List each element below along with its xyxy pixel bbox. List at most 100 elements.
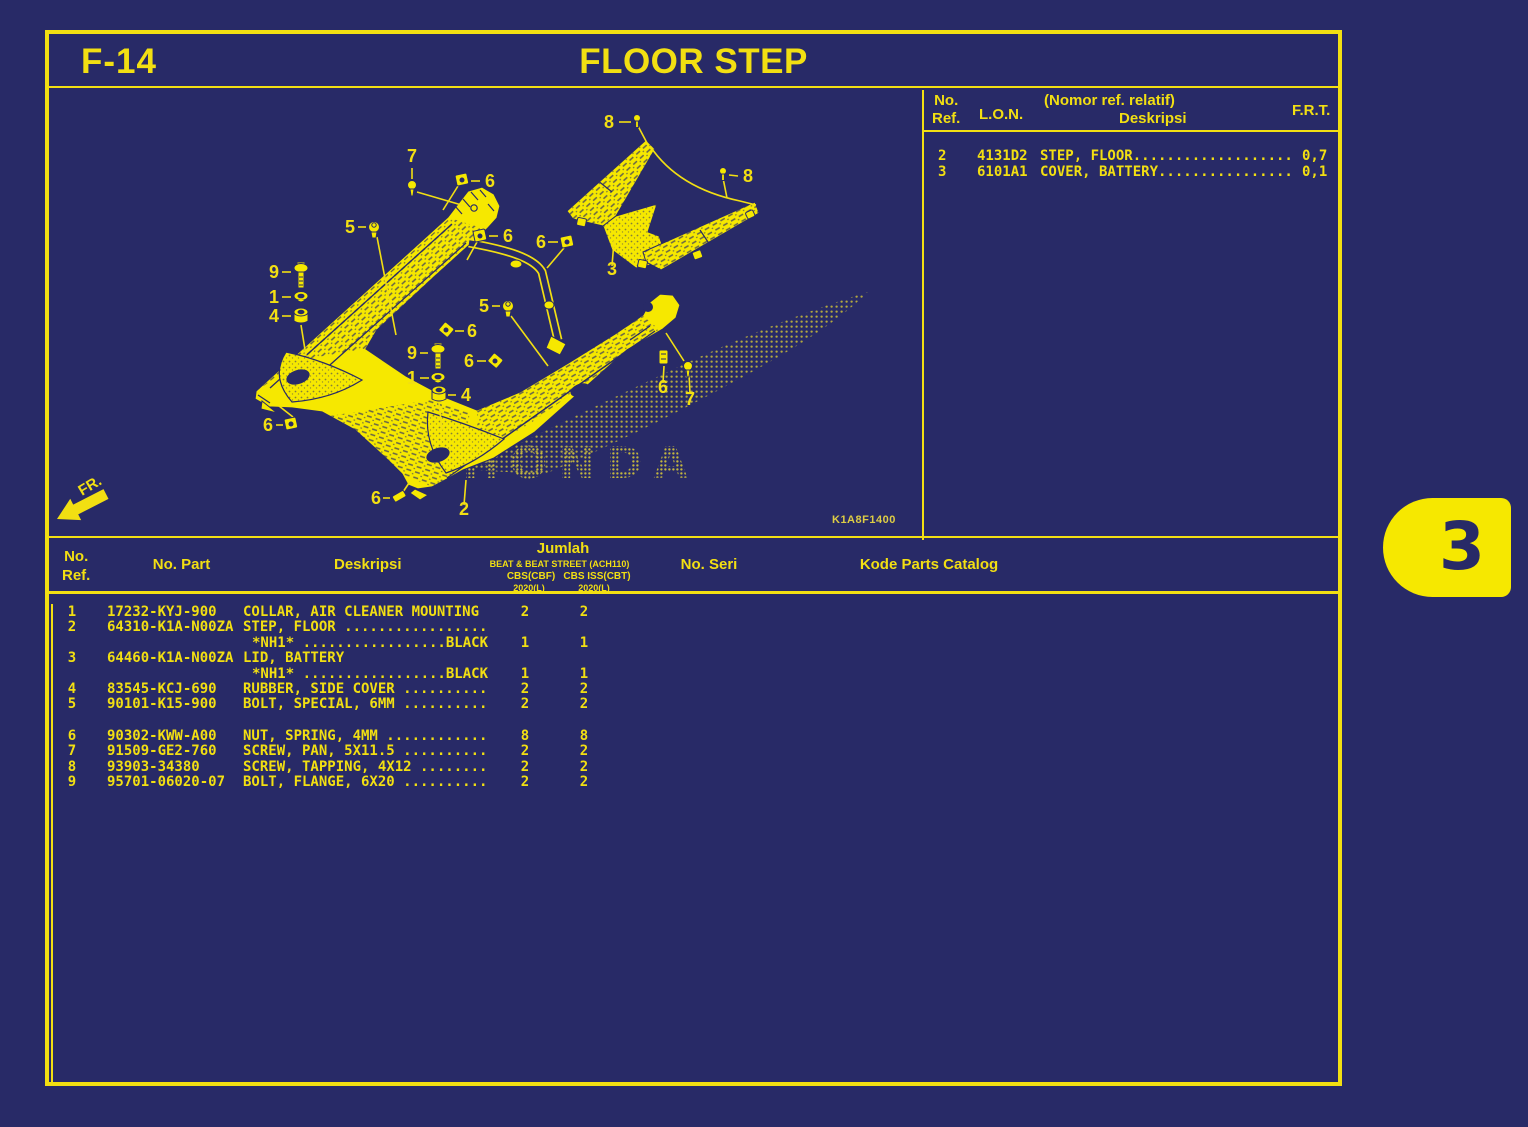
callout-number: 6 bbox=[467, 321, 477, 341]
frt-row-desc: STEP, FLOOR................... bbox=[1040, 148, 1293, 164]
callout-number: 9 bbox=[407, 343, 417, 363]
parts-row-description: SCREW, TAPPING, 4X12 ........ bbox=[243, 758, 488, 775]
parts-row-part-number: 64460-K1A-N00ZA bbox=[107, 650, 234, 667]
section-tab[interactable]: 3 bbox=[1383, 498, 1511, 597]
parts-row-ref: 2 bbox=[67, 619, 77, 636]
parts-row-qty-cbs: 1 bbox=[520, 665, 530, 682]
spring-nut-icon bbox=[472, 228, 488, 243]
parts-row-part-number: 90302-KWW-A00 bbox=[107, 727, 217, 744]
spring-nut-icon bbox=[559, 234, 575, 249]
parts-row-description: *NH1* .................BLACK bbox=[252, 634, 489, 651]
parts-table-row: 3 64460-K1A-N00ZA LID, BATTERY bbox=[53, 650, 1340, 667]
parts-table-row: 7 91509-GE2-760 SCREW, PAN, 5X11.5 .....… bbox=[53, 743, 1340, 760]
special-bolt-icon bbox=[502, 300, 514, 318]
callout-number: 6 bbox=[503, 226, 513, 246]
leader-lines bbox=[276, 121, 739, 506]
parts-row-ref: 8 bbox=[67, 758, 77, 775]
callout-number: 2 bbox=[459, 499, 469, 519]
parts-row-qty-cbs-iss: 2 bbox=[579, 758, 589, 775]
callout-number: 7 bbox=[685, 389, 695, 409]
callout-number: 7 bbox=[407, 146, 417, 166]
parts-row-description: RUBBER, SIDE COVER .......... bbox=[243, 680, 488, 697]
callout-number: 6 bbox=[371, 488, 381, 508]
spring-nut-icon bbox=[283, 416, 299, 431]
fr-direction-arrow: FR. bbox=[57, 472, 109, 521]
frt-col-frt: F.R.T. bbox=[1292, 102, 1331, 119]
parts-row-description: STEP, FLOOR ................. bbox=[243, 619, 488, 636]
parts-row-description: COLLAR, AIR CLEANER MOUNTING bbox=[243, 604, 480, 620]
parts-row-part-number: 64310-K1A-N00ZA bbox=[107, 619, 234, 636]
parts-row-qty-cbs-iss: 2 bbox=[579, 680, 589, 697]
frt-table-row: 2 4131D2 STEP, FLOOR................... … bbox=[924, 148, 1338, 164]
frt-col-deskripsi: Deskripsi bbox=[1119, 110, 1187, 127]
callout-numbers: 8 8 7 6 5 6 6 3 5 9 1 4 9 6 6 1 4 6 6 7 … bbox=[263, 112, 753, 519]
parts-row-description: NUT, SPRING, 4MM ............ bbox=[243, 727, 488, 744]
parts-col-no-seri: No. Seri bbox=[680, 556, 738, 573]
frt-row-ref: 2 bbox=[938, 148, 947, 164]
parts-row-qty-cbs: 1 bbox=[520, 634, 530, 651]
parts-row-description: SCREW, PAN, 5X11.5 .......... bbox=[243, 743, 488, 760]
parts-table-row: 9 95701-06020-07 BOLT, FLANGE, 6X20 ....… bbox=[53, 773, 1340, 790]
callout-number: 6 bbox=[263, 415, 273, 435]
parts-row-qty-cbs-iss: 2 bbox=[579, 773, 589, 790]
callout-number: 5 bbox=[345, 217, 355, 237]
parts-row-part-number: 17232-KYJ-900 bbox=[107, 604, 217, 620]
parts-row-qty-cbs: 2 bbox=[520, 680, 530, 697]
frt-table: No. Ref. L.O.N. (Nomor ref. relatif) Des… bbox=[922, 90, 1338, 540]
parts-table-row: 4 83545-KCJ-690 RUBBER, SIDE COVER .....… bbox=[53, 680, 1340, 697]
callout-number: 6 bbox=[485, 171, 495, 191]
callout-number: 8 bbox=[743, 166, 753, 186]
parts-row-ref: 9 bbox=[67, 773, 77, 790]
spring-nut-icon bbox=[658, 349, 669, 365]
floor-step-part bbox=[254, 186, 681, 501]
parts-row-qty-cbs-iss: 2 bbox=[579, 696, 589, 713]
parts-table-row: 8 93903-34380 SCREW, TAPPING, 4X12 .....… bbox=[53, 758, 1340, 775]
tapping-screw-icon bbox=[633, 114, 641, 128]
parts-row-qty-cbs-iss: 2 bbox=[579, 743, 589, 760]
drawing-code: K1A8F1400 bbox=[832, 514, 896, 526]
parts-row-ref: 4 bbox=[67, 680, 77, 697]
parts-table-row: 6 90302-KWW-A00 NUT, SPRING, 4MM .......… bbox=[53, 727, 1340, 744]
exploded-diagram: HONDA bbox=[57, 112, 896, 526]
callout-number: 6 bbox=[464, 351, 474, 371]
pan-screw-icon bbox=[407, 180, 417, 197]
callout-number: 6 bbox=[658, 377, 668, 397]
callout-number: 4 bbox=[461, 385, 471, 405]
parts-row-qty-cbs: 2 bbox=[520, 696, 530, 713]
parts-col-jumlah: Jumlah bbox=[536, 540, 590, 557]
battery-lid-part bbox=[566, 139, 760, 271]
callout-number: 4 bbox=[269, 306, 279, 326]
frt-table-rows: 2 4131D2 STEP, FLOOR................... … bbox=[924, 148, 1338, 180]
parts-col-no-part: No. Part bbox=[152, 556, 211, 573]
parts-table-rows: 1 17232-KYJ-900 COLLAR, AIR CLEANER MOUN… bbox=[51, 604, 1340, 1086]
parts-row-qty-cbs-iss: 8 bbox=[579, 727, 589, 744]
pan-screw-icon bbox=[683, 361, 693, 378]
parts-row-description: LID, BATTERY bbox=[243, 650, 345, 667]
frt-row-ref: 3 bbox=[938, 164, 947, 180]
frt-col-nomor: (Nomor ref. relatif) bbox=[1044, 92, 1175, 109]
title-band: F-14 FLOOR STEP bbox=[49, 34, 1338, 88]
frt-col-no-ref: No. Ref. bbox=[932, 92, 961, 127]
callout-number: 6 bbox=[536, 232, 546, 252]
parts-col-deskripsi: Deskripsi bbox=[334, 556, 402, 573]
section-tab-number: 3 bbox=[1439, 508, 1485, 585]
parts-row-ref: 3 bbox=[67, 650, 77, 667]
spring-nut-icon bbox=[438, 321, 455, 338]
parts-col-variant2: CBS ISS(CBT) bbox=[563, 571, 631, 582]
flange-bolt-icon bbox=[293, 261, 309, 289]
parts-table-row: 2 64310-K1A-N00ZA STEP, FLOOR ..........… bbox=[53, 619, 1340, 636]
callout-number: 8 bbox=[604, 112, 614, 132]
tapping-screw-icon bbox=[719, 167, 727, 181]
parts-row-qty-cbs: 2 bbox=[520, 743, 530, 760]
parts-row-qty-cbs: 2 bbox=[520, 773, 530, 790]
frt-row-desc: COVER, BATTERY................ bbox=[1040, 164, 1293, 180]
parts-col-variant1: CBS(CBF) bbox=[506, 571, 556, 582]
spring-nut-icon bbox=[454, 172, 470, 187]
parts-row-ref: 5 bbox=[67, 696, 77, 713]
parts-row-qty-cbs-iss: 2 bbox=[579, 604, 589, 620]
flange-bolt-icon bbox=[430, 342, 446, 370]
callout-number: 5 bbox=[479, 296, 489, 316]
parts-table-row: *NH1* .................BLACK 1 1 bbox=[53, 634, 1340, 651]
frt-row-lon: 4131D2 bbox=[977, 148, 1028, 164]
